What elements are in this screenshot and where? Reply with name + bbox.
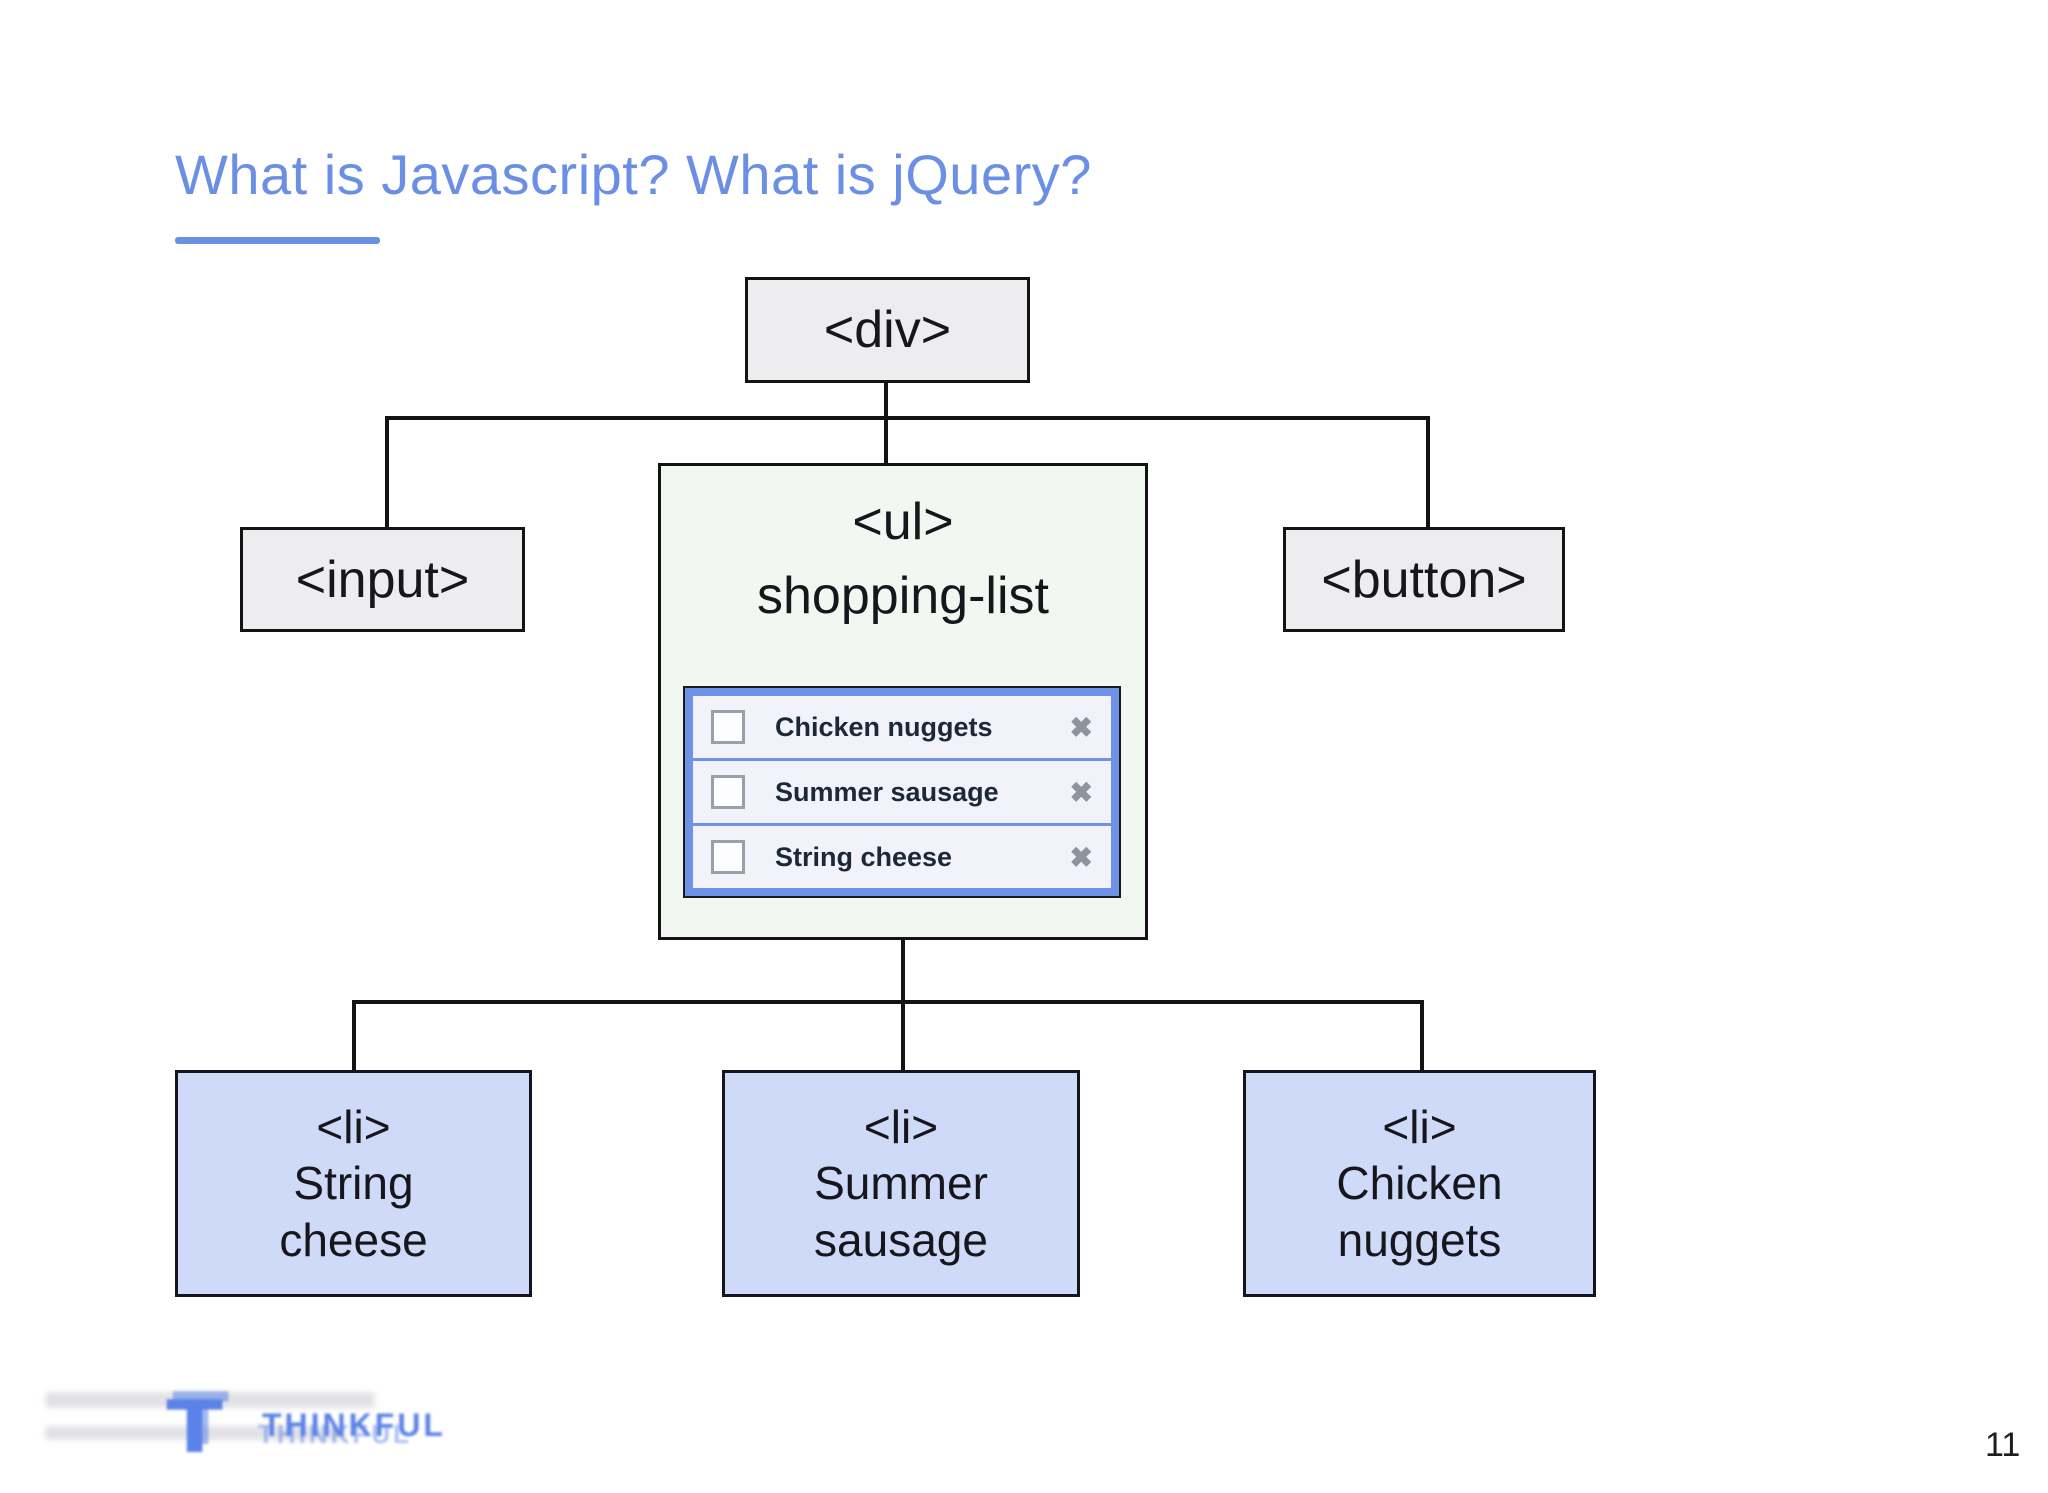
thinkful-logo-mark-icon: T [166,1385,223,1469]
li-line2: sausage [814,1213,988,1266]
li-line2: cheese [279,1213,428,1266]
connector-line [901,938,905,1004]
thinkful-logo-wordmark: THINKFUL [258,1419,412,1449]
checkbox[interactable] [711,710,745,744]
connector-line [884,383,888,420]
li-line2: nuggets [1337,1213,1502,1266]
thinkful-logo-mark-icon: T [172,1377,229,1461]
shopping-item-label: Chicken nuggets [775,711,993,742]
tree-node-li-string-cheese: <li> String cheese [175,1070,532,1297]
faint-watermark-text [45,1426,345,1440]
shopping-item-label: String cheese [775,841,953,872]
li-line1: Summer [814,1157,988,1210]
shopping-list-widget: Chicken nuggets ✖ Summer sausage ✖ Strin… [683,686,1121,898]
tree-node-ul-name: shopping-list [757,567,1049,625]
thinkful-logo-wordmark: THINKFUL [262,1407,446,1443]
connector-line [385,416,389,527]
delete-x-icon[interactable]: ✖ [1069,841,1093,873]
faint-watermark-text [45,1392,375,1408]
tree-node-li-summer-sausage: <li> Summer sausage [722,1070,1080,1297]
li-tag: <li> [1382,1101,1457,1154]
tree-node-button-label: <button> [1321,550,1527,609]
title-underline [175,237,380,244]
li-tag: <li> [863,1101,939,1154]
checkbox[interactable] [711,840,745,874]
tree-node-button: <button> [1283,527,1565,632]
connector-line [1426,416,1430,527]
connector-line [1420,1000,1424,1070]
li-line1: String [293,1157,414,1210]
tree-node-ul: <ul> shopping-list Chicken nuggets ✖ Sum… [658,463,1148,940]
shopping-list-row: Summer sausage ✖ [693,761,1111,823]
shopping-list-row: String cheese ✖ [693,826,1111,888]
tree-node-div-label: <div> [823,301,952,359]
checkbox[interactable] [711,775,745,809]
connector-line [385,416,1430,420]
connector-line [901,1000,905,1070]
thinkful-logo: T T THINKFUL THINKFUL [150,1377,450,1469]
li-tag: <li> [316,1101,391,1154]
tree-node-input-label: <input> [295,550,470,609]
tree-node-input: <input> [240,527,525,632]
delete-x-icon[interactable]: ✖ [1069,711,1093,743]
delete-x-icon[interactable]: ✖ [1069,776,1093,808]
tree-node-li-chicken-nuggets: <li> Chicken nuggets [1243,1070,1596,1297]
shopping-list-row: Chicken nuggets ✖ [693,696,1111,758]
li-line1: Chicken [1336,1157,1503,1210]
connector-line [884,416,888,465]
tree-node-ul-tag: <ul> [852,493,954,551]
connector-line [352,1000,1424,1004]
page-title: What is Javascript? What is jQuery? [175,143,1092,206]
shopping-item-label: Summer sausage [775,776,999,807]
tree-node-div: <div> [745,277,1030,383]
page-number: 11 [1985,1426,2021,1464]
connector-line [352,1000,356,1070]
